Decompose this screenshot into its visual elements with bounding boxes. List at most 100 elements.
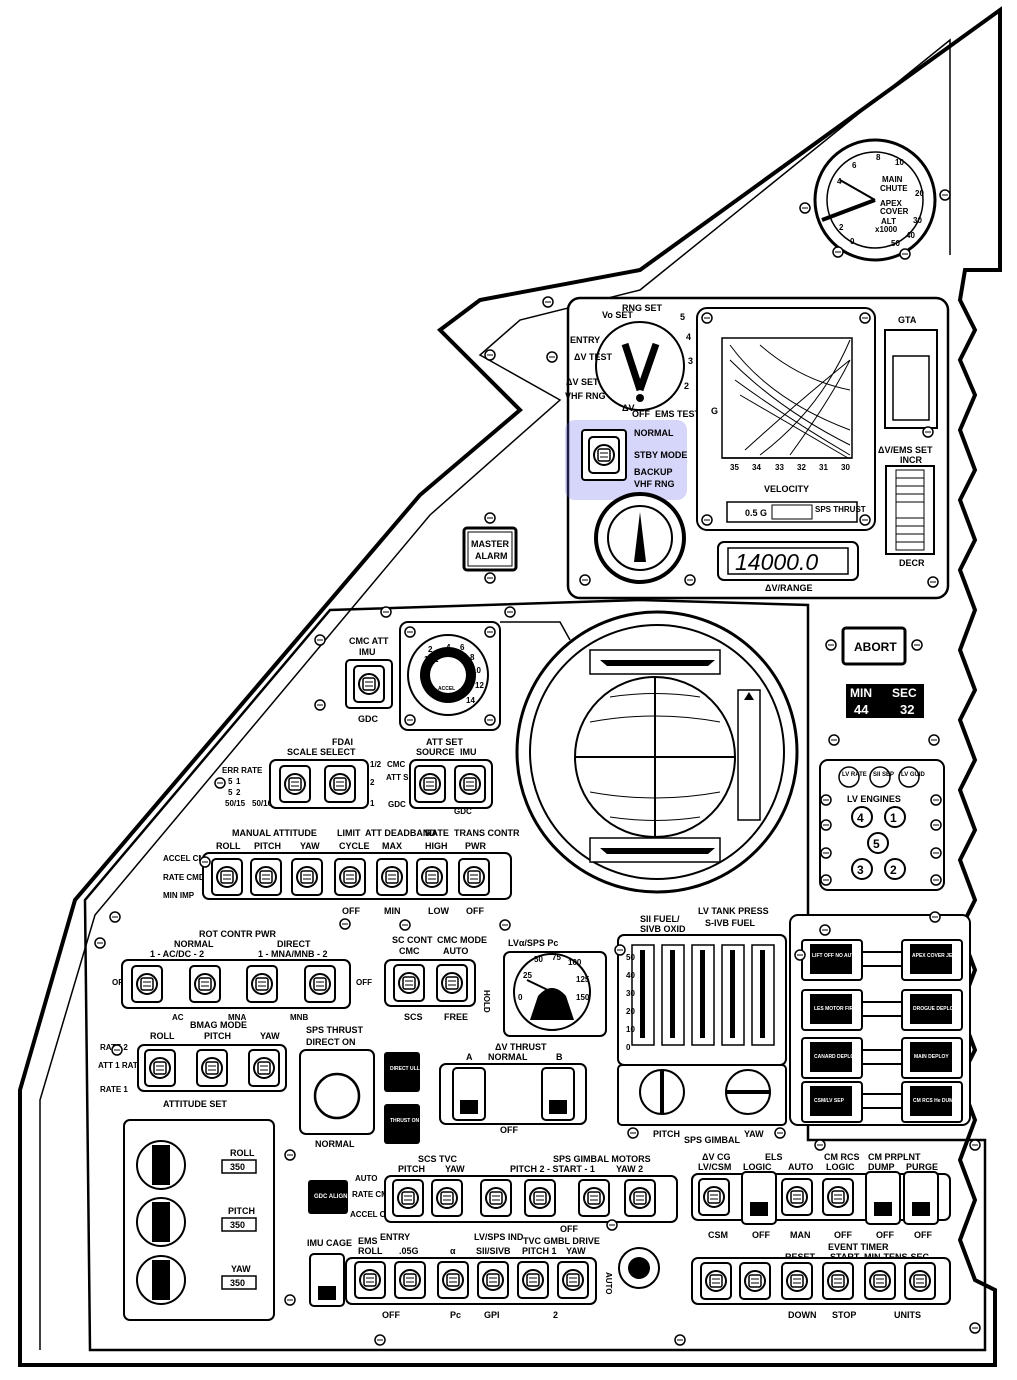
svg-text:ATT SET: ATT SET	[386, 773, 419, 782]
event-timer-reset-switch[interactable]	[781, 1262, 813, 1300]
svg-text:5: 5	[873, 837, 880, 851]
dv-thrust-a-switch[interactable]	[452, 1067, 486, 1121]
gimbal-pitch-2-switch[interactable]	[480, 1179, 512, 1217]
svg-text:LV/SPS IND: LV/SPS IND	[474, 1232, 524, 1242]
svg-text:0: 0	[626, 1043, 631, 1052]
svg-text:NORMAL: NORMAL	[634, 428, 674, 438]
direct-ullage-button[interactable]: DIRECT ULLAGE	[384, 1052, 431, 1092]
att-deadband-switch[interactable]	[376, 858, 408, 896]
svg-text:SII FUEL/: SII FUEL/	[640, 914, 680, 924]
rot-contr-normal-1-switch[interactable]	[131, 965, 163, 1003]
drogue-deploy-button[interactable]: DROGUE DEPLOY	[901, 989, 963, 1031]
fdai-switches: FDAI SCALE SELECT ATT SET SOURCE IMU ERR…	[222, 737, 493, 816]
svg-text:CANARD DEPLOY: CANARD DEPLOY	[814, 1054, 858, 1060]
main-deploy-button[interactable]: MAIN DEPLOY	[901, 1037, 963, 1079]
manual-attitude-roll-switch[interactable]	[211, 858, 243, 896]
svg-text:x1000: x1000	[875, 225, 898, 234]
tvc-gmbl-pitch-switch[interactable]	[517, 1261, 549, 1299]
scs-tvc-yaw-switch[interactable]	[431, 1179, 463, 1217]
accel-gauge: ACCEL G 2 4 6 8 10 12 14 0 1 2	[399, 621, 501, 731]
fdai-scale-switch[interactable]	[279, 765, 311, 803]
ems-roll-switch[interactable]	[354, 1261, 386, 1299]
svg-text:IMU CAGE: IMU CAGE	[307, 1238, 352, 1248]
svg-text:SOURCE: SOURCE	[416, 747, 455, 757]
rot-contr-normal-2-switch[interactable]	[189, 965, 221, 1003]
svg-text:ΔV/EMS SET: ΔV/EMS SET	[878, 445, 933, 455]
bmag-yaw-switch[interactable]	[248, 1049, 280, 1087]
manual-attitude-yaw-switch[interactable]	[291, 858, 323, 896]
svg-text:MNA: MNA	[228, 1013, 246, 1022]
dv-thrust-b-switch[interactable]	[541, 1067, 575, 1121]
event-timer-sec-switch[interactable]	[904, 1262, 936, 1300]
ems-roll-indicator	[594, 492, 686, 584]
master-alarm-button[interactable]: MASTER ALARM	[462, 512, 518, 584]
svg-text:DIRECT ON: DIRECT ON	[306, 1037, 356, 1047]
cm-prplnt-purge-switch[interactable]	[903, 1171, 939, 1225]
rot-contr-direct-1-switch[interactable]	[246, 965, 278, 1003]
svg-text:STBY MODE: STBY MODE	[634, 450, 687, 460]
svg-text:ROLL: ROLL	[216, 841, 241, 851]
event-timer-switch-2[interactable]	[739, 1262, 771, 1300]
o5g-switch[interactable]	[394, 1261, 426, 1299]
sc-cont-switch[interactable]	[393, 964, 425, 1002]
els-auto-switch[interactable]	[781, 1178, 813, 1216]
gdc-align-button[interactable]: GDC ALIGN	[308, 1180, 348, 1214]
cm-rcs-he-dump-button[interactable]: CM RCS He DUMP	[901, 1081, 963, 1123]
svg-text:HOLD: HOLD	[482, 990, 491, 1013]
lv-sps-sii-sivb-switch[interactable]	[477, 1261, 509, 1299]
roll-thumbwheel[interactable]	[136, 1140, 186, 1190]
fdai-select-switch[interactable]	[324, 765, 356, 803]
svg-text:SPS THRUST: SPS THRUST	[815, 505, 866, 514]
svg-text:MAN: MAN	[790, 1230, 811, 1240]
lv-sps-alpha-switch[interactable]	[437, 1261, 469, 1299]
cm-prplnt-dump-switch[interactable]	[865, 1171, 901, 1225]
event-timer-switch-1[interactable]	[700, 1262, 732, 1300]
limit-cycle-switch[interactable]	[334, 858, 366, 896]
manual-attitude-pitch-switch[interactable]	[250, 858, 282, 896]
svg-text:VHF RNG: VHF RNG	[634, 479, 675, 489]
cmc-mode-switch[interactable]	[436, 964, 468, 1002]
dv-ems-set-switch[interactable]: ΔV/EMS SET INCR DECR	[878, 445, 935, 568]
cm-rcs-logic-switch[interactable]	[822, 1178, 854, 1216]
dv-cg-switch[interactable]	[698, 1178, 730, 1216]
trans-contr-pwr-switch[interactable]	[458, 858, 490, 896]
les-motor-fire-button[interactable]: LES MOTOR FIRE	[801, 989, 863, 1031]
els-logic-switch[interactable]	[741, 1171, 777, 1225]
fdai-att-set-switch[interactable]	[454, 765, 486, 803]
csm-lv-sep-button[interactable]: CSM/LV SEP	[801, 1081, 863, 1123]
yaw-thumbwheel[interactable]	[136, 1255, 186, 1305]
svg-text:LV ENGINES: LV ENGINES	[847, 794, 901, 804]
imu-cage-switch[interactable]	[309, 1253, 345, 1307]
gimbal-yaw-2-switch[interactable]	[624, 1179, 656, 1217]
lift-off-no-auto-abort-button[interactable]: LIFT OFF NO AUTO ABORT	[801, 939, 877, 981]
svg-text:TVC GMBL DRIVE: TVC GMBL DRIVE	[523, 1236, 600, 1246]
bmag-roll-switch[interactable]	[144, 1049, 176, 1087]
svg-text:RATE 1: RATE 1	[100, 1085, 128, 1094]
svg-text:1: 1	[890, 811, 897, 825]
svg-text:IMU: IMU	[359, 647, 376, 657]
rot-contr-direct-2-switch[interactable]	[304, 965, 336, 1003]
svg-text:SCS TVC: SCS TVC	[418, 1154, 458, 1164]
tvc-gmbl-yaw-switch[interactable]	[557, 1261, 589, 1299]
event-timer-min-switch[interactable]	[864, 1262, 896, 1300]
svg-text:ACCEL: ACCEL	[438, 686, 455, 692]
canard-deploy-button[interactable]: CANARD DEPLOY	[801, 1037, 863, 1079]
pitch-thumbwheel[interactable]	[136, 1197, 186, 1247]
avg-g-knob[interactable]	[618, 1247, 660, 1289]
svg-text:LOGIC: LOGIC	[743, 1162, 772, 1172]
scs-tvc-pitch-switch[interactable]	[392, 1179, 424, 1217]
gimbal-yaw-1-switch[interactable]	[578, 1179, 610, 1217]
thrust-on-button[interactable]: THRUST ON	[384, 1104, 420, 1144]
event-timer-start-switch[interactable]	[822, 1262, 854, 1300]
ems-function-switch[interactable]	[595, 321, 685, 411]
rate-switch[interactable]	[416, 858, 448, 896]
fdai-source-switch[interactable]	[414, 765, 446, 803]
bmag-pitch-switch[interactable]	[196, 1049, 228, 1087]
cmc-att-switch[interactable]: CMC ATT IMU GDC	[345, 636, 393, 724]
ems-mode-switch[interactable]	[565, 420, 687, 500]
svg-text:SII SEP: SII SEP	[873, 772, 894, 778]
gimbal-pitch-1-switch[interactable]	[524, 1179, 556, 1217]
svg-text:IMU: IMU	[460, 747, 477, 757]
svg-text:75: 75	[552, 953, 561, 962]
apex-cover-jett-button[interactable]: APEX COVER JETT	[901, 939, 963, 981]
